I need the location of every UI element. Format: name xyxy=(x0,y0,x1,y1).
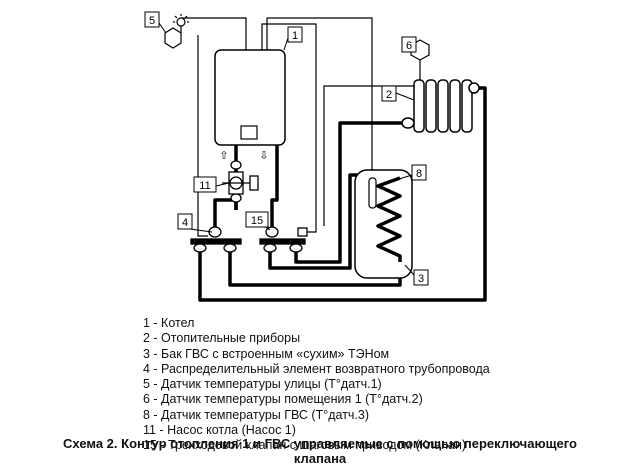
legend-item-boiler-pump: 11 - Насос котла (Насос 1) xyxy=(143,423,296,438)
boiler-arrow-down: ⇩ xyxy=(259,150,268,162)
callout-2: 2 xyxy=(381,85,415,102)
legend-item-room-sensor: 6 - Датчик температуры помещения 1 (Т°да… xyxy=(143,392,423,407)
callout-8: 8 xyxy=(375,164,427,187)
legend-item-return-header: 4 - Распределительный элемент возвратног… xyxy=(143,361,490,376)
svg-text:5: 5 xyxy=(149,15,155,27)
svg-text:3: 3 xyxy=(418,273,424,285)
legend-item-boiler: 1 - Котел xyxy=(143,316,195,330)
callout-6: 6 xyxy=(401,36,417,53)
return-distribution-header xyxy=(190,226,242,253)
figure-caption-line-2: клапана xyxy=(293,451,347,466)
legend-item-outdoor-sensor: 5 - Датчик температуры улицы (Т°датч.1) xyxy=(143,377,382,392)
svg-text:15: 15 xyxy=(251,215,263,227)
radiator xyxy=(401,79,480,133)
callout-5: 5 xyxy=(144,11,167,34)
callout-1: 1 xyxy=(283,26,303,51)
boiler-arrow-up: ⇧ xyxy=(219,150,228,162)
three-way-valve xyxy=(259,226,308,253)
dhw-temperature-sensor xyxy=(368,177,377,209)
boiler-pump xyxy=(222,160,259,203)
figure-caption: Схема 2. Контур отопления 1 и ГВС управл… xyxy=(0,436,640,466)
svg-text:1: 1 xyxy=(292,30,298,42)
legend: 1 - Котел 2 - Отопительные приборы 3 - Б… xyxy=(143,316,490,454)
heating-scheme-diagram: ⇧ ⇩ xyxy=(144,11,487,302)
callout-4: 4 xyxy=(177,213,213,233)
svg-text:2: 2 xyxy=(386,89,392,101)
svg-text:8: 8 xyxy=(416,168,422,180)
legend-item-dhw-tank: 3 - Бак ГВС с встроенным «сухим» ТЭНом xyxy=(143,346,390,361)
legend-item-radiators: 2 - Отопительные приборы xyxy=(143,331,301,346)
legend-item-three-way-valve: 15 - Трехходовой клапан с шаговым привод… xyxy=(143,438,467,453)
svg-text:4: 4 xyxy=(182,217,188,229)
sensor-wires xyxy=(180,17,421,237)
callout-11: 11 xyxy=(193,176,230,193)
callout-15: 15 xyxy=(245,211,271,231)
callout-3: 3 xyxy=(404,264,429,286)
svg-text:11: 11 xyxy=(199,180,210,192)
dhw-tank xyxy=(354,169,413,279)
figure-caption-line-1: Схема 2. Контур отопления 1 и ГВС управл… xyxy=(63,436,577,451)
svg-text:6: 6 xyxy=(406,40,412,52)
legend-item-dhw-sensor: 8 - Датчик температуры ГВС (Т°датч.3) xyxy=(143,407,370,422)
boiler xyxy=(214,49,286,146)
outdoor-temperature-sensor xyxy=(164,14,189,49)
